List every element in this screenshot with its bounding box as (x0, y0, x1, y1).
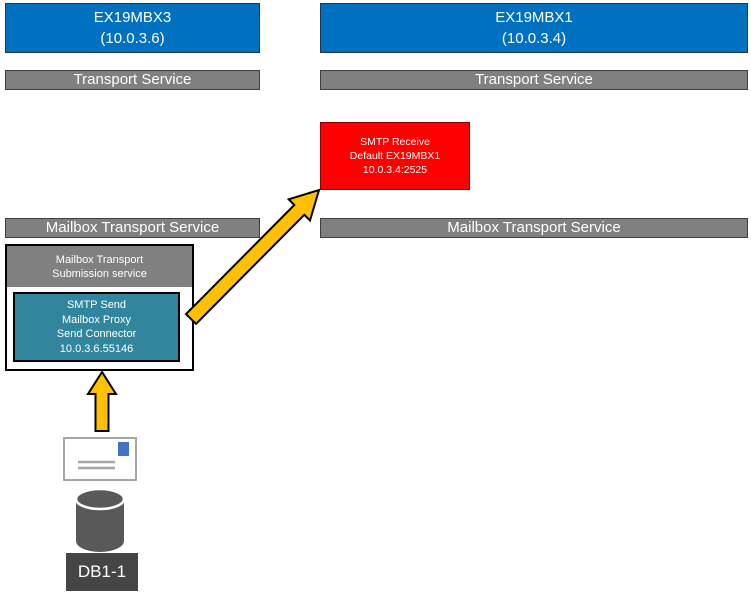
connector-line: Send Connector (56, 328, 137, 340)
smtp-receive-line: 10.0.3.4:2525 (362, 164, 428, 176)
transport-service-bar-right: Transport Service (320, 70, 748, 90)
submission-service-header: Mailbox Transport Submission service (7, 246, 192, 287)
smtp-receive-box: SMTP Receive Default EX19MBX1 10.0.3.4:2… (320, 122, 470, 190)
server-box-ex19mbx1: EX19MBX1 (10.0.3.4) (320, 3, 748, 53)
connector-line: Mailbox Proxy (61, 313, 132, 326)
database-cylinder-icon (75, 488, 125, 552)
connector-line: SMTP Send (66, 299, 127, 311)
mailbox-transport-service-bar-left: Mailbox Transport Service (5, 218, 260, 238)
connector-line: 10.0.3.6.55146 (59, 342, 134, 355)
mailbox-transport-service-bar-right: Mailbox Transport Service (320, 218, 748, 238)
server-ip: (10.0.3.6) (100, 30, 165, 47)
database-label-box: DB1-1 (66, 553, 138, 591)
server-box-ex19mbx3: EX19MBX3 (10.0.3.6) (5, 3, 260, 53)
bar-label: Transport Service (73, 71, 192, 88)
smtp-receive-line: Default EX19MBX1 (349, 150, 441, 162)
submission-service-container: Mailbox Transport Submission service SMT… (5, 244, 194, 371)
up-arrow-icon (86, 370, 118, 432)
transport-service-bar-left: Transport Service (5, 70, 260, 90)
server-name: EX19MBX3 (93, 9, 172, 26)
stamp-icon (118, 442, 129, 456)
server-ip: (10.0.3.4) (501, 30, 567, 47)
database-label: DB1-1 (77, 562, 127, 581)
bar-label: Mailbox Transport Service (45, 219, 220, 236)
smtp-receive-line: SMTP Receive (360, 136, 430, 148)
bar-label: Transport Service (475, 71, 593, 88)
header-line: Mailbox Transport (55, 253, 144, 266)
smtp-send-connector-box: SMTP Send Mailbox Proxy Send Connector 1… (13, 292, 180, 362)
server-name: EX19MBX1 (495, 9, 573, 26)
header-line: Submission service (52, 267, 147, 280)
bar-label: Mailbox Transport Service (447, 219, 621, 236)
mail-envelope-icon (63, 437, 137, 481)
up-right-arrow-icon (184, 188, 321, 326)
